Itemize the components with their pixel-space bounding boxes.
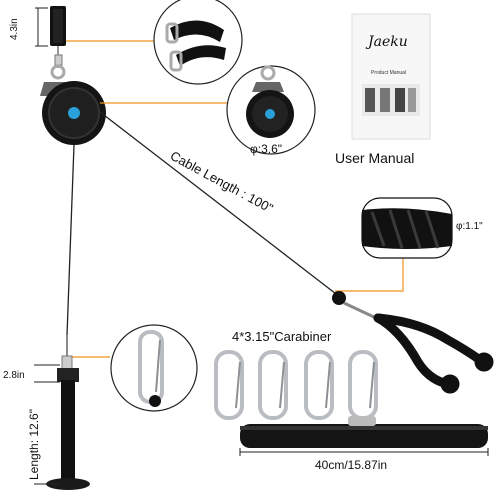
manual-brand: Jaeku xyxy=(368,34,408,50)
loading-pin xyxy=(46,335,90,490)
pulley-diameter-label: φ:3.6" xyxy=(250,142,283,156)
top-dimension-bracket xyxy=(35,7,48,47)
main-pulley xyxy=(40,64,106,145)
handle-top-label: 2.8in xyxy=(3,370,25,381)
bar-length-label: 40cm/15.87in xyxy=(315,458,388,472)
orange-leaders xyxy=(66,40,404,358)
stopper-ball xyxy=(332,291,346,305)
top-height-label: 4.3in xyxy=(9,18,20,40)
top-strap-mount xyxy=(50,6,66,68)
handle-length-label: Length: 12.6" xyxy=(27,409,41,480)
manual-booklet xyxy=(351,13,431,140)
rope-inset xyxy=(361,197,453,259)
cables xyxy=(66,111,341,336)
handle-dimensions xyxy=(34,364,60,485)
manual-subtitle: Product Manual xyxy=(371,70,407,76)
carabiner-label: 4*3.15"Carabiner xyxy=(232,329,332,344)
pulley-inset xyxy=(226,65,316,155)
carabiner-inset xyxy=(110,324,198,412)
strap-inset xyxy=(153,0,243,85)
carabiners xyxy=(214,350,378,420)
manual-caption: User Manual xyxy=(335,150,415,166)
rope-clip xyxy=(343,301,377,320)
rope-diameter-label: φ:1.1" xyxy=(456,221,483,232)
tricep-rope xyxy=(373,313,494,394)
straight-bar xyxy=(239,416,489,456)
